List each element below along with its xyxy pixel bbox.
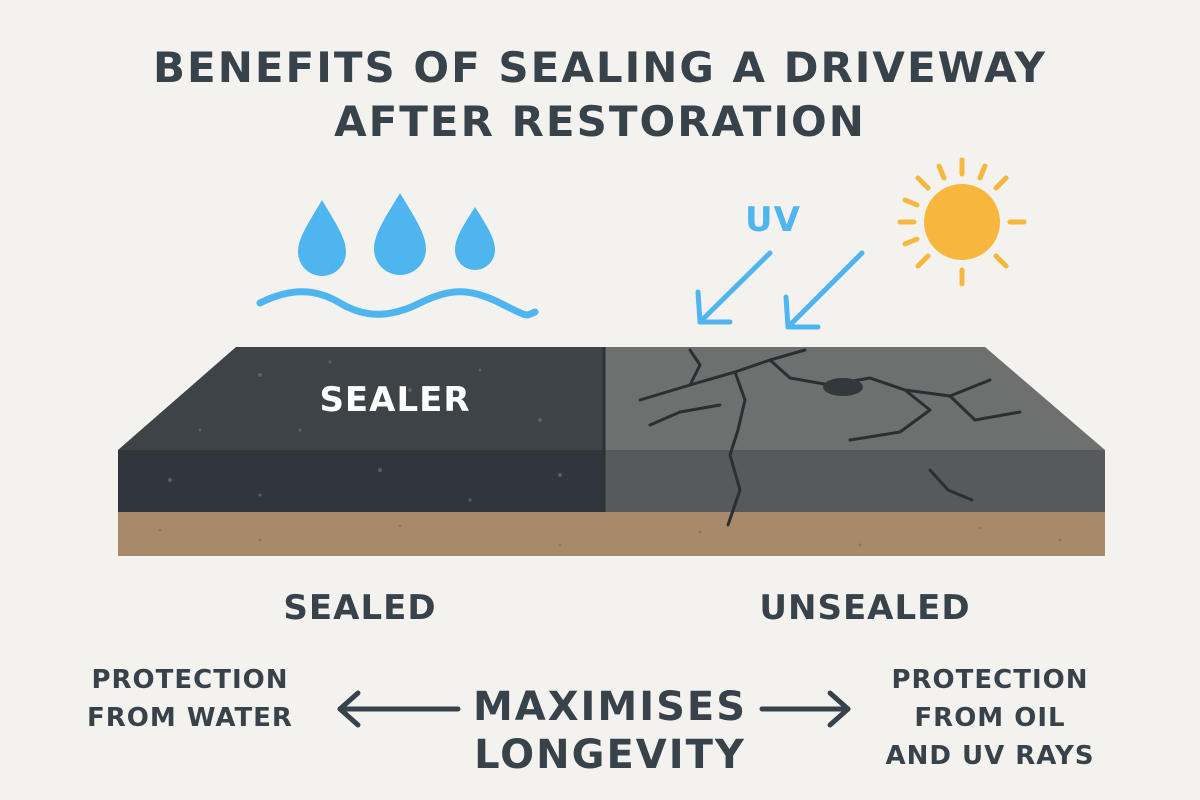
soil-speckles <box>158 524 1062 547</box>
center-benefit-line-1: MAXIMISES <box>472 684 748 730</box>
water-drop-icon <box>374 193 426 275</box>
sealed-slab-side <box>118 450 604 512</box>
center-benefit-line-2: LONGEVITY <box>474 732 746 778</box>
slab-speckles <box>168 360 562 502</box>
water-wave-icon <box>256 288 539 319</box>
left-benefit-line-2: FROM WATER <box>87 703 293 733</box>
unsealed-slab-top <box>604 347 1105 450</box>
unsealed-label: UNSEALED <box>759 588 971 628</box>
right-benefit-line-1: PROTECTION <box>891 665 1089 695</box>
soil-layer <box>118 512 1105 556</box>
sun-icon <box>897 157 1027 287</box>
uv-arrow-icon <box>695 250 773 325</box>
right-benefit-line-3: AND UV RAYS <box>885 741 1095 771</box>
uv-arrow-icon <box>783 250 865 330</box>
water-drops <box>298 193 495 276</box>
left-benefit-line-1: PROTECTION <box>91 665 289 695</box>
arrow-left-icon <box>337 690 461 728</box>
sealed-slab-top <box>118 347 604 450</box>
pothole <box>823 378 863 396</box>
water-drop-icon <box>298 200 346 276</box>
water-drop-icon <box>455 207 495 270</box>
uv-arrows <box>695 250 865 330</box>
title-line-1: BENEFITS OF SEALING A DRIVEWAY <box>153 43 1047 92</box>
sealer-label: SEALER <box>319 380 471 420</box>
right-benefit-line-2: FROM OIL <box>914 703 1066 733</box>
arrow-right-icon <box>759 690 851 728</box>
uv-label: UV <box>745 200 801 240</box>
title-line-2: AFTER RESTORATION <box>334 97 866 146</box>
cracks <box>638 348 1022 527</box>
unsealed-slab-side <box>604 450 1105 512</box>
sealed-label: SEALED <box>283 588 437 628</box>
